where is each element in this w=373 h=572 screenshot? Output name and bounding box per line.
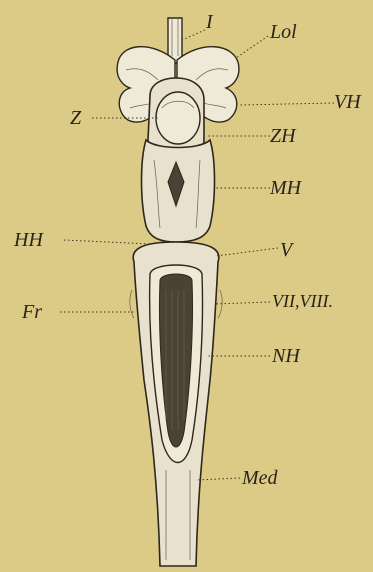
label-v: V	[280, 240, 292, 260]
midbrain	[142, 140, 215, 242]
label-olfactory-lobe: Lol	[270, 22, 297, 42]
label-medulla: Med	[242, 468, 278, 488]
label-hindbrain-hh: HH	[14, 230, 43, 250]
label-forebrain-vh: VH	[334, 92, 361, 112]
label-afterbrain-nh: NH	[272, 346, 300, 366]
label-vii-viii: VII,VIII.	[272, 292, 333, 310]
label-interbrain-zh: ZH	[270, 126, 296, 146]
hindbrain-medulla	[130, 242, 222, 566]
label-z: Z	[70, 108, 81, 128]
label-fr: Fr	[22, 302, 42, 322]
label-olfactory-nerve: I	[206, 12, 213, 32]
label-midbrain-mh: MH	[270, 178, 301, 198]
epiphysis-z	[156, 92, 200, 144]
